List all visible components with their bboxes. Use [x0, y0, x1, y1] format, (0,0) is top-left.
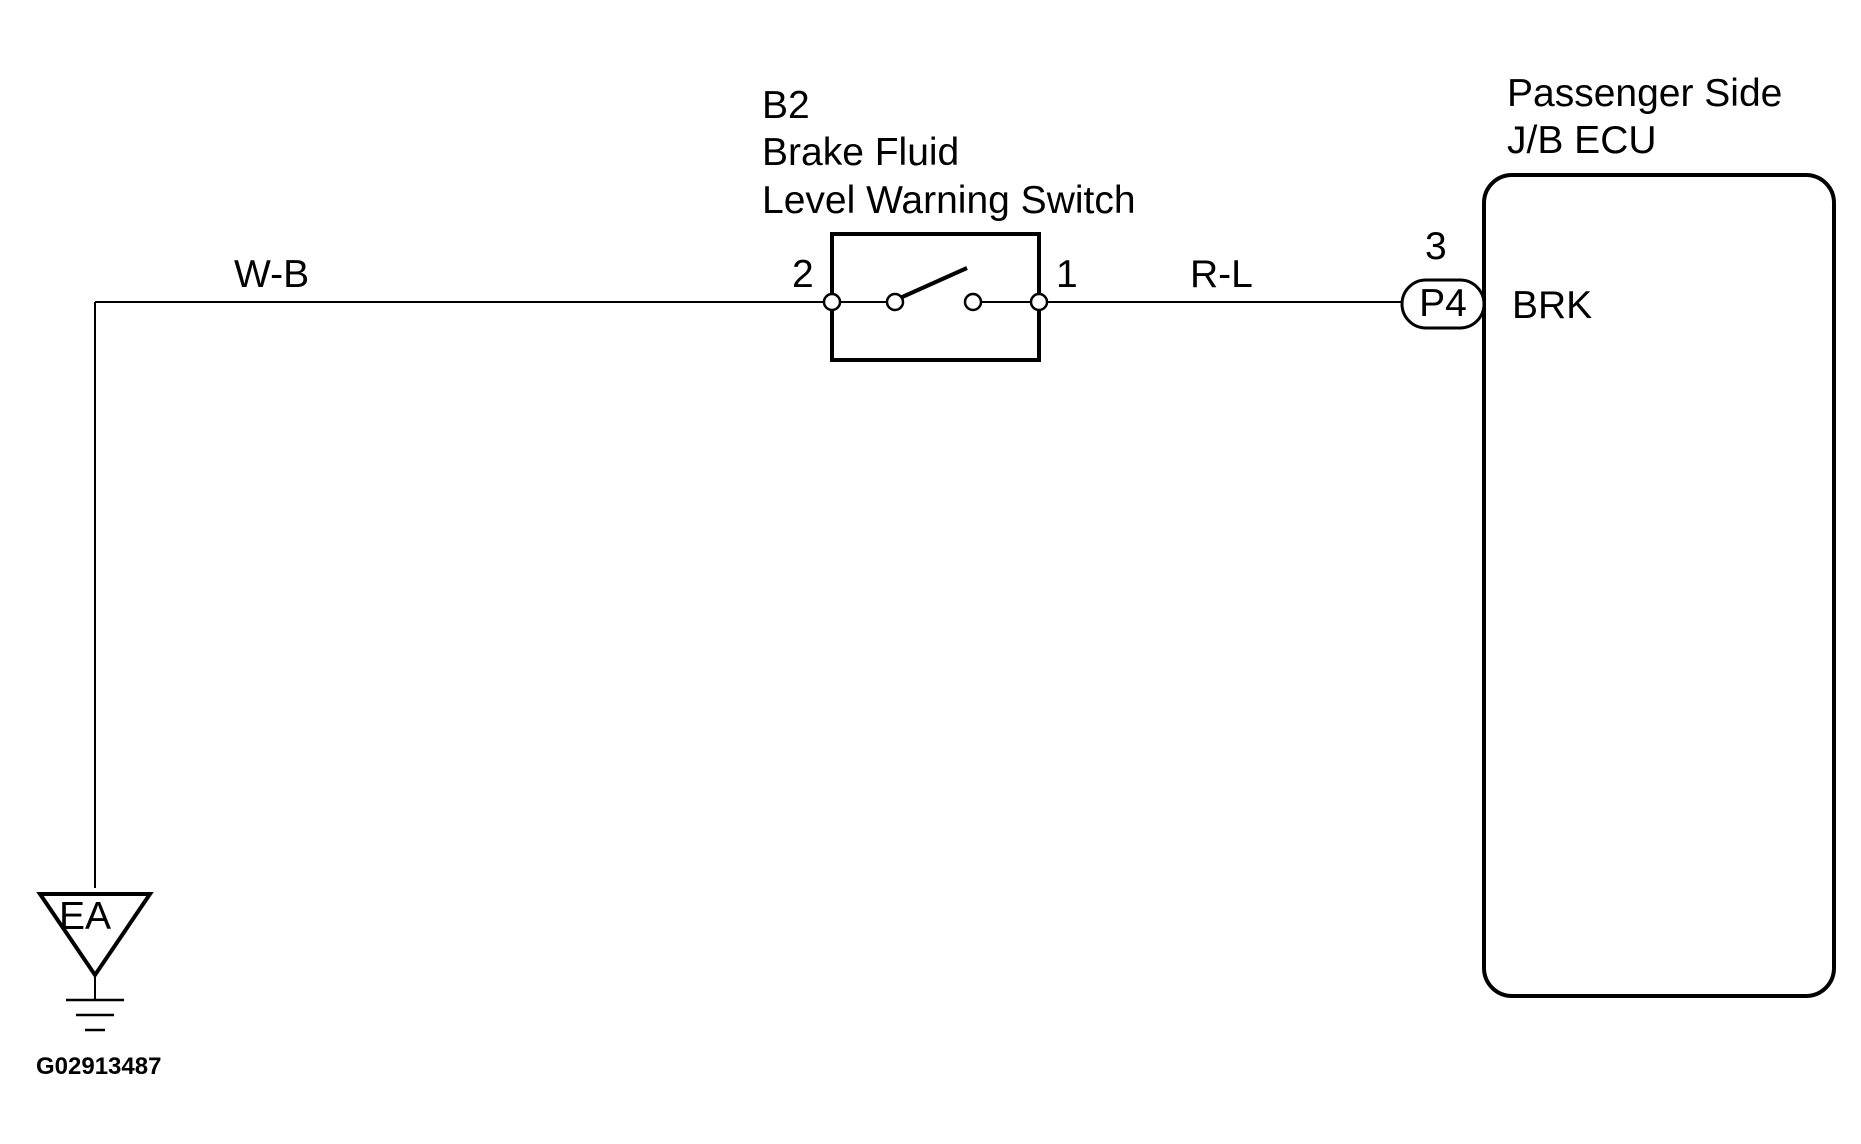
- switch-pin-1-label: 1: [1056, 253, 1078, 296]
- ecu-box: [1482, 173, 1836, 998]
- ecu-name-line2: J/B ECU: [1507, 119, 1657, 162]
- switch-contact-right: [963, 292, 983, 312]
- wire-label-w-b: W-B: [234, 253, 309, 296]
- ground-symbol: [36, 892, 154, 1032]
- figure-id: G02913487: [36, 1053, 161, 1080]
- connector-label: P4: [1419, 282, 1467, 325]
- connector-pin-label: 3: [1425, 225, 1447, 268]
- switch-blade: [899, 266, 968, 300]
- switch-name-line1: Brake Fluid: [762, 131, 959, 174]
- switch-name-line2: Level Warning Switch: [762, 179, 1136, 222]
- ground-triangle: [36, 892, 154, 979]
- brake-fluid-level-switch: [822, 232, 1049, 362]
- connector-p4: [1400, 278, 1486, 330]
- switch-code: B2: [762, 84, 810, 127]
- wire-label-r-l: R-L: [1190, 253, 1253, 296]
- switch-terminal-2: [822, 292, 842, 312]
- ground-label: EA: [59, 895, 111, 938]
- ecu-name-line1: Passenger Side: [1507, 72, 1782, 115]
- ecu-terminal-label: BRK: [1512, 284, 1592, 327]
- switch-contact-left: [885, 292, 905, 312]
- switch-box: [830, 232, 1041, 362]
- switch-terminal-1: [1029, 292, 1049, 312]
- switch-pin-2-label: 2: [792, 253, 814, 296]
